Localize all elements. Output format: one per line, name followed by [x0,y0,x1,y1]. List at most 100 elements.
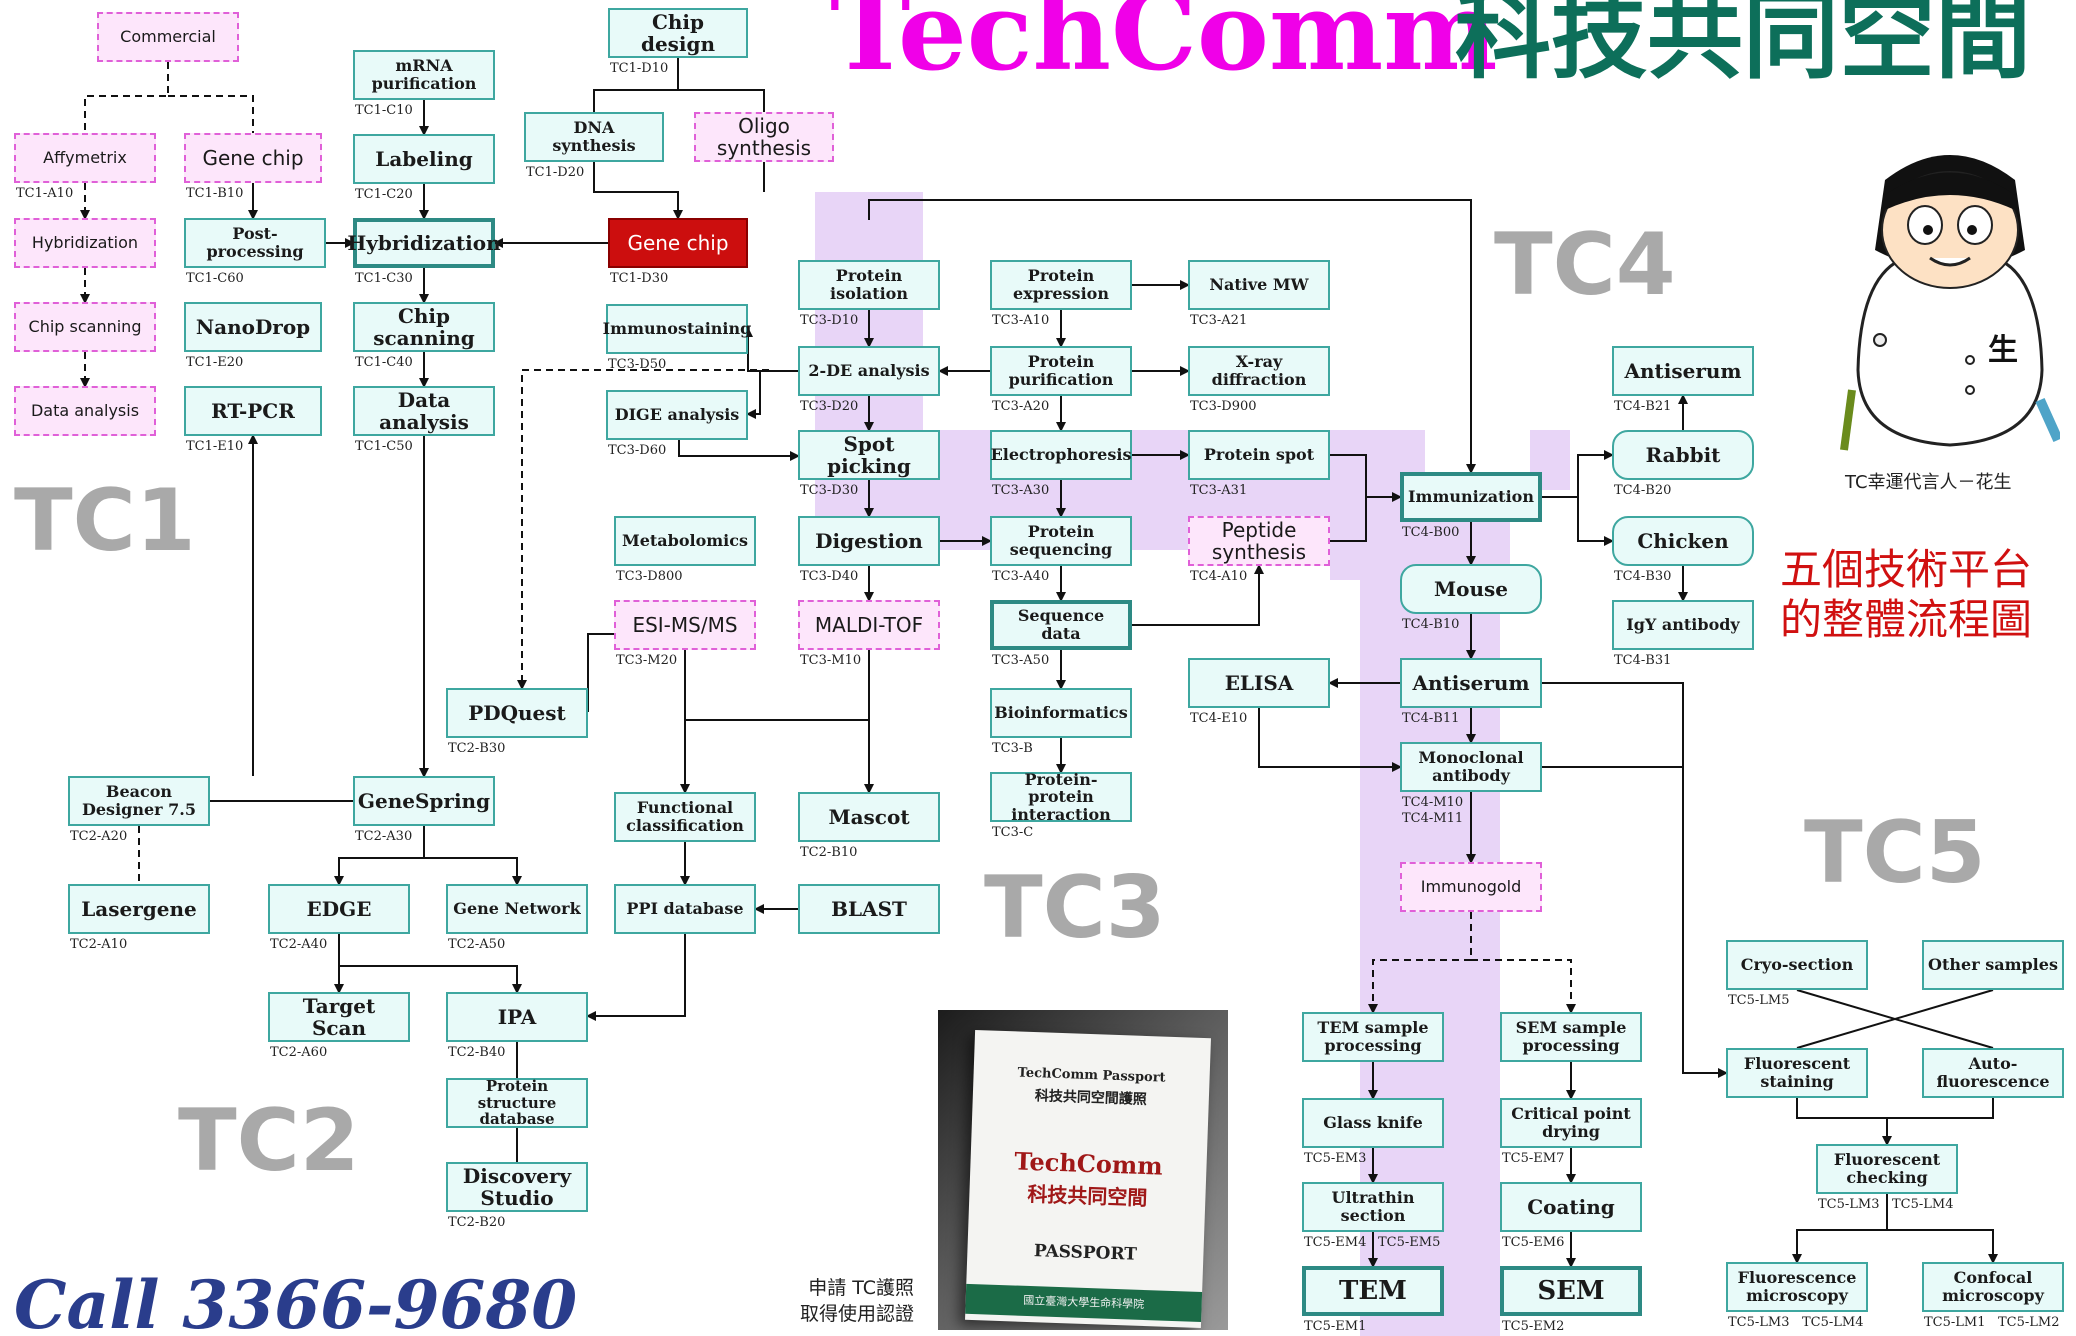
node-confocal: Confocal microscopy [1922,1262,2064,1312]
node-labeling: Labeling [353,134,495,184]
node-code-cryo: TC5-LM5 [1728,993,1790,1008]
connector-30 [678,440,800,461]
node-code-target-scan: TC2-A60 [270,1045,328,1060]
passport-booklet: TechComm Passport 科技共同空間護照 TechComm 科技共同… [965,1029,1211,1329]
node-code-gene-chip-red: TC1-D30 [610,271,669,286]
connector-57 [1577,497,1614,546]
connector-52 [1132,564,1264,626]
node-code-mrna: TC1-C10 [355,103,413,118]
connector-69 [1368,912,1472,1014]
node-code-ultrathin: TC5-EM4 [1304,1235,1367,1250]
node-affymetrix: Affymetrix [14,133,156,183]
node-protein-expression: Protein expression [990,260,1132,310]
node-cryo: Cryo-section [1726,940,1868,990]
node-blast: BLAST [798,884,940,934]
node-tem: TEM [1302,1266,1444,1316]
node-esi: ESI-MS/MS [614,600,756,650]
node-sem: SEM [1500,1266,1642,1316]
platform-label-tc3: TC3 [984,858,1166,958]
node-code-electrophoresis: TC3-A30 [992,483,1050,498]
node-code-discovery-studio: TC2-B20 [448,1215,506,1230]
node-code-rt-pcr: TC1-E10 [186,439,244,454]
connector-80 [1887,1098,1994,1119]
node-autofluorescence: Auto- fluorescence [1922,1048,2064,1098]
node-code-rabbit: TC4-B20 [1614,483,1672,498]
node-chip-scanning-c: Chip scanning [14,302,156,352]
connector-14 [678,89,765,112]
passport-line-4: 科技共同空間 [1027,1181,1148,1211]
node-antiserum-mid: Antiserum [1400,658,1542,708]
node-code-chip-scanning: TC1-C40 [355,355,413,370]
node-code-monoclonal: TC4-M10 [1402,795,1464,810]
node-code-peptide: TC4-A10 [1190,569,1248,584]
node-code-data-analysis: TC1-C50 [355,439,413,454]
connector-64 [1258,708,1402,772]
node-commercial: Commercial [97,12,239,62]
node-nanodrop: NanoDrop [184,302,322,352]
node-code-labeling: TC1-C20 [355,187,413,202]
node-code2-fluorescence-microscopy: TC5-LM4 [1802,1315,1864,1330]
node-rabbit: Rabbit [1612,430,1754,480]
node-fluorescent-checking: Fluorescent checking [1816,1144,1958,1194]
node-ppi-interaction: Protein-protein interaction [990,770,1132,823]
connector-0 [84,62,169,133]
node-code-edge: TC2-A40 [270,937,328,952]
connector-81 [1792,1194,1888,1264]
node-code-maldi: TC3-M10 [800,653,862,668]
node-coating: Coating [1500,1182,1642,1232]
connector-27 [517,369,769,690]
node-code-spot-picking: TC3-D30 [800,483,859,498]
connector-66 [1542,682,1728,1078]
platform-label-tc4: TC4 [1494,215,1676,315]
connector-20 [334,826,425,886]
node-code-bioinformatics: TC3-B [992,741,1033,756]
node-code-esi: TC3-M20 [616,653,678,668]
connector-21 [424,857,522,886]
node-code-ipa: TC2-B40 [448,1045,506,1060]
node-chip-design: Chip design [608,8,748,58]
node-lasergene: Lasergene [68,884,210,934]
node-code-native-mw: TC3-A21 [1190,313,1248,328]
node-peptide: Peptide synthesis [1188,516,1330,566]
connector-78 [1796,989,1994,1049]
node-bioinformatics: Bioinformatics [990,688,1132,738]
node-code-critical-point: TC5-EM7 [1502,1151,1565,1166]
page-title-chinese: 科技共同空間 [1455,0,2031,92]
node-electrophoresis: Electrophoresis [990,430,1132,480]
node-critical-point: Critical point drying [1500,1098,1642,1148]
node-discovery-studio: Discovery Studio [446,1162,588,1212]
platform-label-tc1: TC1 [14,471,196,571]
connector-70 [1471,959,1576,1014]
node-fluorescence-microscopy: Fluorescence microscopy [1726,1262,1868,1312]
connector-22 [338,934,522,994]
node-protein-sequencing: Protein sequencing [990,516,1132,566]
node-gene-network: Gene Network [446,884,588,934]
connector-35 [680,650,870,794]
node-protein-isolation: Protein isolation [798,260,940,310]
connector-82 [1887,1229,1998,1264]
node-oligo: Oligo synthesis [694,112,834,162]
connector-26 [587,633,614,712]
node-code-protein-spot: TC3-A31 [1190,483,1248,498]
node-code-sem: TC5-EM2 [1502,1319,1565,1334]
node-code-fluorescence-microscopy: TC5-LM3 [1728,1315,1790,1330]
contact-phone: Call 3366-9680 [14,1266,578,1336]
summary-line-2: 的整體流程圖 [1780,595,2033,645]
node-genechip-tc1: Gene chip [184,133,322,183]
node-elisa: ELISA [1188,658,1330,708]
node-functional: Functional classification [614,792,756,842]
node-code-genechip-tc1: TC1-B10 [186,186,244,201]
node-code-antiserum-mid: TC4-B11 [1402,711,1460,726]
node-sequence-data: Sequence data [990,600,1132,650]
node-ppi: PPI database [614,884,756,934]
passport-line-5: PASSPORT [1033,1241,1138,1265]
node-code-chicken: TC4-B30 [1614,569,1672,584]
node-code-hybridization: TC1-C30 [355,271,413,286]
node-code2-fluorescent-checking: TC5-LM4 [1892,1197,1954,1212]
passport-photo: TechComm Passport 科技共同空間護照 TechComm 科技共同… [938,1010,1228,1330]
summary-line-1: 五個技術平台 [1780,545,2033,594]
node-code-dige: TC3-D60 [608,443,667,458]
node-fluorescent-staining: Fluorescent staining [1726,1048,1868,1098]
node-code-protein-purification: TC3-A20 [992,399,1050,414]
